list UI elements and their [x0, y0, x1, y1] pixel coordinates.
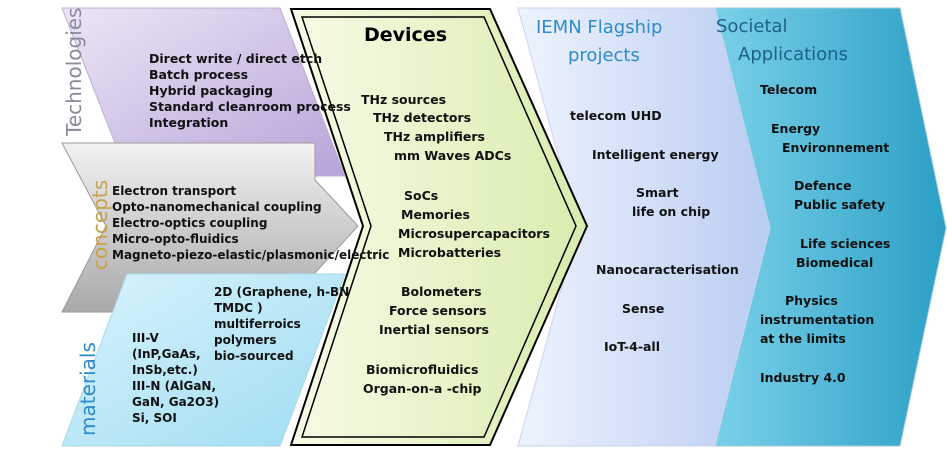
devices-chevron-outer	[289, 8, 589, 446]
flagship-item: Sense	[622, 301, 665, 316]
device-item: Bolometers	[401, 284, 482, 299]
concepts-title: concepts	[88, 179, 112, 270]
material-item: III-V	[132, 331, 159, 345]
material-item: III-N (AlGaN,	[132, 379, 217, 393]
flagship-item: Nanocaracterisation	[596, 262, 739, 277]
technology-item: Hybrid packaging	[149, 83, 273, 98]
societal-item: Biomedical	[796, 255, 874, 270]
flagship-item: Intelligent energy	[592, 147, 719, 162]
societal-item: Environnement	[782, 140, 890, 155]
societal-item: Physics	[785, 293, 838, 308]
societal-item: Public safety	[794, 197, 886, 212]
device-item: mm Waves ADCs	[394, 148, 512, 163]
device-item: Force sensors	[389, 303, 487, 318]
flagship-title-line1: IEMN Flagship	[536, 17, 663, 38]
societal-title-line1: Societal	[716, 16, 788, 37]
materials-shape	[61, 273, 346, 447]
concepts-shape	[61, 142, 359, 313]
societal-item: Industry 4.0	[760, 370, 846, 385]
devices-title: Devices	[364, 24, 448, 46]
flagship-item: telecom UHD	[570, 108, 662, 123]
societal-item: Telecom	[760, 82, 818, 97]
concept-item: Micro-opto-fluidics	[112, 232, 239, 246]
material-item: TMDC )	[214, 301, 263, 315]
societal-item: Defence	[794, 178, 852, 193]
societal-item: at the limits	[760, 331, 846, 346]
flagship-title-line2: projects	[568, 45, 640, 66]
material-item: GaN, Ga2O3)	[132, 395, 220, 409]
societal-item: instrumentation	[760, 312, 875, 327]
materials-title: materials	[76, 342, 100, 436]
device-item: THz amplifiers	[384, 129, 485, 144]
societal-item: Life sciences	[800, 236, 891, 251]
concept-item: Electro-optics coupling	[112, 216, 268, 230]
societal-item: Energy	[771, 121, 821, 136]
societal-title-line2: Applications	[738, 44, 848, 65]
device-item: Inertial sensors	[379, 322, 489, 337]
material-item: (InP,GaAs,	[132, 347, 201, 361]
flagship-item: IoT-4-all	[604, 339, 661, 354]
device-item: Microsupercapacitors	[398, 226, 550, 241]
devices-chevron-inner	[300, 16, 577, 438]
flagship-item: life on chip	[632, 204, 711, 219]
device-item: SoCs	[404, 188, 439, 203]
material-item: Si, SOI	[132, 411, 177, 425]
concept-item: Electron transport	[112, 184, 237, 198]
concept-item: Magneto-piezo-elastic/plasmonic/electric	[112, 248, 390, 262]
technology-item: Direct write / direct etch	[149, 51, 323, 66]
device-item: Biomicrofluidics	[366, 362, 479, 377]
concept-item: Opto-nanomechanical coupling	[112, 200, 322, 214]
material-item: bio-sourced	[214, 349, 294, 363]
device-item: Microbatteries	[398, 245, 502, 260]
technology-item: Integration	[149, 115, 229, 130]
device-item: THz sources	[361, 92, 447, 107]
technology-item: Standard cleanroom process	[149, 99, 351, 114]
technology-item: Batch process	[149, 67, 249, 82]
device-item: Memories	[401, 207, 470, 222]
material-item: polymers	[214, 333, 277, 347]
material-item: multiferroics	[214, 317, 301, 331]
technologies-shape	[61, 7, 346, 177]
device-item: Organ-on-a -chip	[363, 381, 482, 396]
flagship-item: Smart	[636, 185, 679, 200]
material-item: InSb,etc.)	[132, 363, 198, 377]
material-item: 2D (Graphene, h-BN	[214, 285, 350, 299]
technologies-title: Technologies	[62, 7, 86, 136]
device-item: THz detectors	[373, 110, 472, 125]
